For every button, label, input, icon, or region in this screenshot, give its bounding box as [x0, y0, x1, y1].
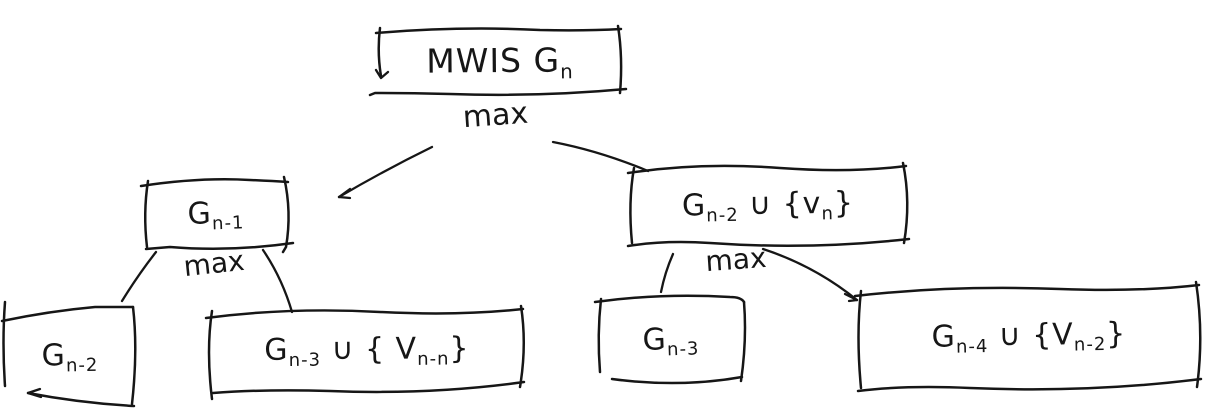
leaf4-label-union: ∪ {V [987, 317, 1075, 354]
leaf2-box-right [518, 304, 525, 389]
leaf4-label-close: } [1105, 316, 1127, 352]
right-label-union: ∪ {v [738, 186, 822, 223]
leaf2-label-main: G [264, 332, 289, 368]
edge-left-to-leaf1 [120, 250, 158, 303]
right-label-sub2: n [821, 203, 835, 225]
right-box-right [901, 161, 909, 245]
leaf-left-1-box [0, 300, 137, 408]
leaf4-label-sub1: n-4 [955, 336, 989, 358]
leaf-right-1-label: Gn-3 [596, 295, 745, 394]
leaf2-box-left [207, 309, 214, 401]
leaf1-box-left [2, 300, 7, 388]
leaf-right-2-label: Gn-4 ∪ {Vn-2} [857, 287, 1201, 395]
root-box-right [616, 24, 623, 95]
leaf-right-1-box [593, 294, 747, 385]
leaf4-label-sub2: n-2 [1073, 333, 1107, 356]
leaf3-label-main: G [641, 322, 668, 358]
edge-root-to-left-arrowhead [337, 187, 352, 200]
leaf2-label-close: } [449, 331, 470, 367]
leaf1-label-sub: n-2 [65, 354, 99, 377]
left-label-main: G [186, 196, 213, 232]
leaf3-label-sub: n-3 [666, 338, 700, 361]
root-label-main: MWIS G [426, 40, 561, 81]
root-node-label: MWIS Gn [377, 28, 624, 106]
leaf4-box-right [1194, 280, 1202, 389]
leaf3-box-left [597, 297, 603, 374]
tree-edges [120, 140, 859, 314]
right-label-sub1: n-2 [706, 204, 739, 227]
edge-right-to-leaf4-arrowhead [843, 292, 859, 303]
leaf-left-2-label: Gn-3 ∪ { Vn-n} [209, 309, 526, 402]
leaf1-box-right [130, 305, 137, 406]
leaf2-label-sub1: n-3 [288, 349, 322, 371]
edge-left-to-leaf2 [261, 248, 294, 314]
left-box-left [143, 179, 150, 249]
root-label-sub: n [560, 60, 574, 84]
leaf4-box-top [853, 283, 1201, 298]
leaf2-label-union: ∪ { V [320, 331, 418, 368]
leaf-right-2-box [853, 280, 1203, 393]
root-box-left-arrowhead [374, 68, 390, 80]
leaf-left-2-box [204, 304, 526, 401]
right-box-left [629, 166, 636, 245]
right-label-close: } [833, 185, 855, 221]
root-box-bottom [368, 87, 628, 97]
left-box-right [281, 175, 290, 254]
root-box-top [374, 27, 623, 35]
leaf3-box-bottom [610, 375, 744, 385]
right-label-main: G [681, 188, 707, 224]
leaf1-box-bottom-arrowhead [26, 387, 43, 399]
edge-root-to-right-child [551, 140, 650, 173]
left-box-top [139, 178, 290, 188]
leaf4-label-main: G [931, 319, 957, 355]
leaf3-box-top [593, 294, 746, 304]
root-node-box [368, 24, 628, 97]
leaf4-box-bottom [856, 377, 1203, 393]
right-box-bottom [626, 237, 911, 248]
root-box-left [377, 26, 383, 78]
leaf2-box-top [204, 307, 525, 320]
leaf2-box-bottom [211, 380, 526, 395]
max-label-right: max [704, 240, 768, 279]
edge-right-to-leaf3 [659, 252, 675, 294]
leaf4-box-left [857, 289, 863, 390]
left-label-sub: n-1 [211, 212, 245, 235]
max-label-root: max [461, 95, 530, 136]
right-child-box [626, 161, 911, 248]
left-box-bottom [144, 241, 295, 251]
leaf1-box-top [0, 305, 135, 323]
right-box-top [626, 164, 908, 175]
leaf3-box-right [739, 300, 747, 383]
left-child-box [139, 175, 295, 254]
leaf2-label-sub2: n-n [417, 348, 450, 370]
leaf1-box-bottom [26, 391, 136, 408]
edge-root-to-left-child [337, 145, 434, 199]
leaf1-label-main: G [41, 338, 67, 374]
edge-right-to-leaf4 [761, 247, 859, 302]
leaf-left-1-label: Gn-2 [3, 311, 137, 412]
